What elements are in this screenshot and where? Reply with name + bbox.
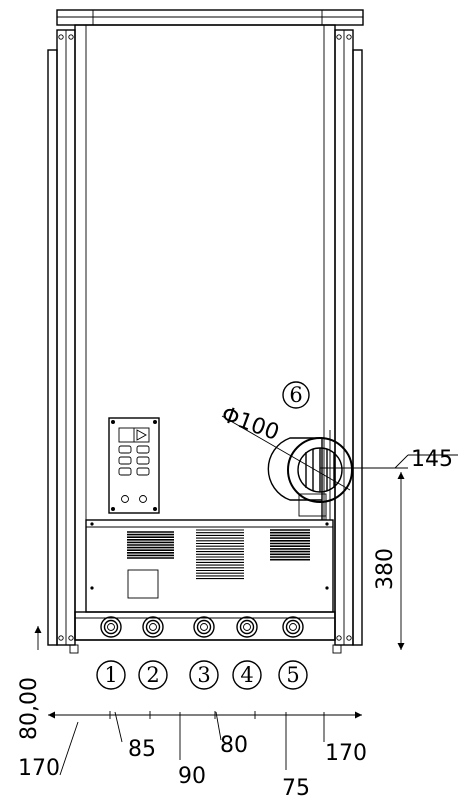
fitting-outer bbox=[142, 616, 164, 638]
fitting-outer bbox=[100, 616, 122, 638]
outlet-height-label: 145 bbox=[411, 447, 453, 472]
callout-circle bbox=[278, 660, 308, 690]
control-panel bbox=[108, 417, 160, 514]
leader-line bbox=[215, 711, 222, 741]
top-plate bbox=[56, 9, 364, 26]
outlet-elevation-label: 380 bbox=[373, 548, 398, 590]
callout-circle bbox=[96, 660, 126, 690]
cabinet-body bbox=[74, 24, 336, 641]
callout-number: 4 bbox=[240, 663, 253, 687]
outlet-callout-circle bbox=[282, 381, 310, 409]
spacing-label-5: 75 bbox=[282, 776, 310, 799]
callout-number: 3 bbox=[197, 663, 210, 687]
fitting-inner bbox=[103, 619, 119, 635]
fitting-bore bbox=[289, 623, 297, 631]
vent-left bbox=[127, 531, 174, 559]
base-offset-dimension: 80,00 bbox=[17, 626, 42, 740]
fitting-outer bbox=[193, 616, 215, 638]
left-upright bbox=[47, 29, 79, 654]
callout-circle bbox=[232, 660, 262, 690]
callout-number: 5 bbox=[286, 663, 299, 687]
spacing-dimensions: 170 85 90 80 75 170 bbox=[18, 711, 367, 799]
fitting-inner bbox=[145, 619, 161, 635]
spacing-label-6: 170 bbox=[325, 741, 367, 766]
callout-circle bbox=[138, 660, 168, 690]
fitting-inner bbox=[285, 619, 301, 635]
outlet-dimensions: 145 380 bbox=[320, 447, 458, 650]
fitting-bore bbox=[243, 623, 251, 631]
base-offset-label: 80,00 bbox=[17, 677, 42, 740]
lower-housing bbox=[85, 519, 334, 613]
connection-bar bbox=[74, 611, 336, 641]
fitting-outer bbox=[282, 616, 304, 638]
spacing-ticks bbox=[59, 711, 325, 776]
fitting-bore bbox=[149, 623, 157, 631]
right-upright bbox=[332, 29, 363, 654]
fitting-bore bbox=[107, 623, 115, 631]
vent-right bbox=[270, 529, 310, 561]
flue-outlet bbox=[221, 415, 353, 520]
callout-circle bbox=[189, 660, 219, 690]
fitting-inner bbox=[196, 619, 212, 635]
connection-callouts: 1 2 3 4 5 bbox=[96, 660, 308, 690]
leader-line bbox=[114, 711, 123, 743]
spacing-label-1: 170 bbox=[18, 756, 60, 781]
spacing-label-3: 90 bbox=[178, 764, 206, 789]
spacing-label-2: 85 bbox=[128, 737, 156, 762]
fitting-bore bbox=[200, 623, 208, 631]
outlet-callout-number: 6 bbox=[289, 383, 302, 407]
connection-fittings bbox=[100, 616, 304, 638]
fitting-inner bbox=[239, 619, 255, 635]
callout-number: 1 bbox=[104, 663, 117, 687]
diameter-label: Φ100 bbox=[218, 402, 282, 446]
leader-line bbox=[59, 721, 79, 776]
callout-number: 2 bbox=[146, 663, 159, 687]
fitting-outer bbox=[236, 616, 258, 638]
vent-center bbox=[196, 529, 244, 580]
spacing-label-4: 80 bbox=[220, 733, 248, 758]
